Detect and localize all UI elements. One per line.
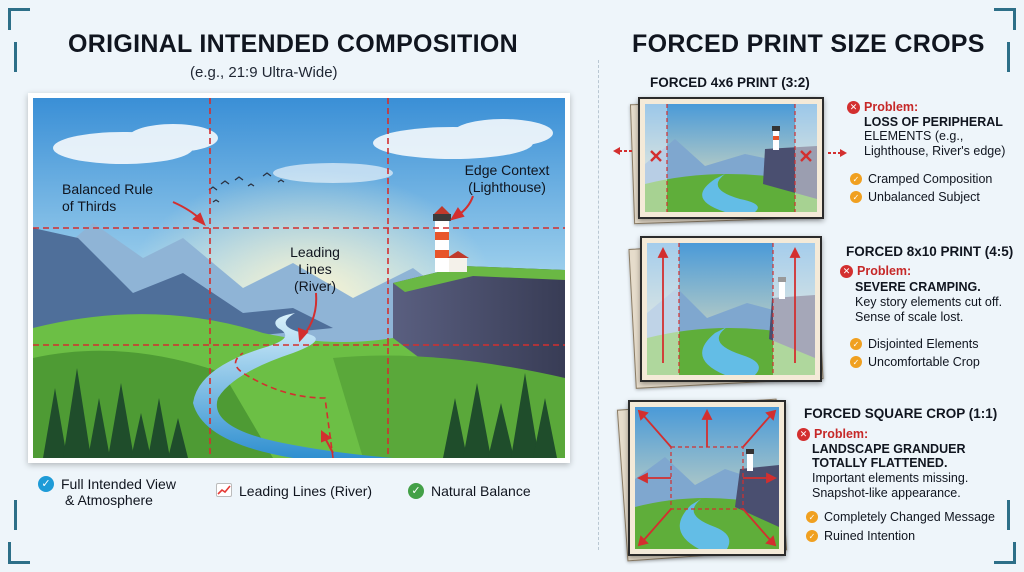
left-title: ORIGINAL INTENDED COMPOSITION bbox=[68, 30, 518, 58]
crop-square-print bbox=[616, 396, 790, 562]
check-icon: ✓ bbox=[850, 173, 862, 185]
leading-lines-label-line: (River) bbox=[294, 278, 336, 294]
crop-8x10-bullet: ✓ Uncomfortable Crop bbox=[850, 355, 980, 369]
lighthouse-icon bbox=[433, 206, 469, 272]
problem-text-line: Snapshot-like appearance. bbox=[812, 486, 961, 500]
arrow-right-icon bbox=[828, 149, 847, 157]
arrow-left-icon bbox=[613, 147, 632, 155]
problem-label: Problem: bbox=[864, 100, 919, 114]
x-circle-icon: ✕ bbox=[840, 264, 853, 278]
check-icon: ✓ bbox=[850, 191, 862, 203]
corner-bracket-top-left bbox=[8, 8, 34, 34]
leading-lines-label-line: Lines bbox=[298, 261, 332, 277]
original-composition-image bbox=[28, 93, 570, 463]
problem-text-line: Lighthouse, River's edge) bbox=[864, 144, 1006, 158]
crop-4x6-bullet: ✓ Unbalanced Subject bbox=[850, 190, 980, 204]
crop-8x10-print bbox=[628, 234, 826, 389]
edge-context-label: Edge Context (Lighthouse) bbox=[452, 162, 562, 196]
crop-square-problem-text: Important elements missing. Snapshot-lik… bbox=[812, 471, 968, 501]
rule-of-thirds-label-line: Balanced Rule bbox=[62, 181, 154, 197]
side-tick bbox=[14, 500, 17, 530]
problem-text-line: Key story elements cut off. bbox=[855, 295, 1003, 309]
problem-label: Problem: bbox=[814, 427, 869, 441]
crop-square-problem-heading: ✕ Problem: bbox=[797, 427, 868, 441]
feature-text-line: & Atmosphere bbox=[65, 492, 153, 508]
check-icon: ✓ bbox=[408, 483, 424, 499]
x-circle-icon: ✕ bbox=[847, 100, 860, 114]
crop-4x6-problem-heading: ✕ Problem: bbox=[847, 100, 918, 114]
panel-divider bbox=[598, 60, 599, 550]
problem-bold-line: LANDSCAPE GRANDUER bbox=[812, 442, 966, 456]
bullet-text: Ruined Intention bbox=[824, 529, 916, 543]
crop-4x6-problem-text: ELEMENTS (e.g., Lighthouse, River's edge… bbox=[864, 129, 1005, 159]
x-circle-icon: ✕ bbox=[797, 427, 810, 441]
crop-square-bullet: ✓ Ruined Intention bbox=[806, 529, 915, 543]
crop-square-bullet: ✓ Completely Changed Message bbox=[806, 510, 995, 524]
right-title: FORCED PRINT SIZE CROPS bbox=[632, 30, 985, 58]
feature-full-view-text: Full Intended View & Atmosphere bbox=[61, 476, 176, 508]
check-icon: ✓ bbox=[38, 476, 54, 492]
problem-text-line: Sense of scale lost. bbox=[855, 310, 964, 324]
side-tick bbox=[1007, 500, 1010, 530]
check-icon: ✓ bbox=[806, 511, 818, 523]
corner-bracket-bottom-left bbox=[8, 538, 34, 564]
bullet-text: Disjointed Elements bbox=[868, 337, 979, 351]
crop-square-problem-bold: LANDSCAPE GRANDUER TOTALLY FLATTENED. bbox=[812, 442, 965, 470]
landscape-scene bbox=[33, 98, 565, 458]
problem-label: Problem: bbox=[857, 264, 912, 278]
check-icon: ✓ bbox=[806, 530, 818, 542]
feature-natural-balance: ✓ Natural Balance bbox=[408, 483, 531, 499]
left-subtitle: (e.g., 21:9 Ultra-Wide) bbox=[190, 64, 338, 81]
feature-leading-lines: Leading Lines (River) bbox=[216, 483, 372, 499]
feature-leading-lines-text: Leading Lines (River) bbox=[239, 483, 373, 499]
problem-text-line: ELEMENTS (e.g., bbox=[864, 129, 964, 143]
crop-8x10-problem-heading: ✕ Problem: bbox=[840, 264, 911, 278]
leading-lines-label-line: Leading bbox=[290, 244, 340, 260]
edge-context-label-line: Edge Context bbox=[464, 162, 550, 178]
side-tick bbox=[1007, 42, 1010, 72]
leading-lines-label: Leading Lines (River) bbox=[280, 244, 350, 295]
crop-8x10-bullet: ✓ Disjointed Elements bbox=[850, 337, 978, 351]
rule-of-thirds-label-line: of Thirds bbox=[62, 198, 117, 214]
corner-bracket-bottom-right bbox=[990, 538, 1016, 564]
crop-8x10-problem-bold: SEVERE CRAMPING. bbox=[855, 280, 981, 294]
bullet-text: Unbalanced Subject bbox=[868, 190, 980, 204]
feature-text-line: Full Intended View bbox=[61, 476, 176, 492]
problem-text-line: Important elements missing. bbox=[812, 471, 969, 485]
crop-4x6-title: FORCED 4x6 PRINT (3:2) bbox=[650, 75, 810, 90]
chart-icon bbox=[216, 483, 232, 497]
side-tick bbox=[14, 42, 17, 72]
crop-square-title: FORCED SQUARE CROP (1:1) bbox=[804, 406, 998, 421]
feature-full-view: ✓ Full Intended View & Atmosphere bbox=[38, 476, 176, 508]
crop-4x6-problem-bold: LOSS OF PERIPHERAL bbox=[864, 115, 1003, 129]
bullet-text: Uncomfortable Crop bbox=[868, 355, 980, 369]
crop-4x6-bullet: ✓ Cramped Composition bbox=[850, 172, 992, 186]
rule-of-thirds-label: Balanced Rule of Thirds bbox=[62, 181, 153, 215]
edge-context-label-line: (Lighthouse) bbox=[468, 179, 546, 195]
crop-4x6-print bbox=[629, 93, 826, 225]
crop-8x10-problem-text: Key story elements cut off. Sense of sca… bbox=[855, 295, 1002, 325]
check-icon: ✓ bbox=[850, 338, 862, 350]
check-icon: ✓ bbox=[850, 356, 862, 368]
bullet-text: Completely Changed Message bbox=[824, 510, 995, 524]
bullet-text: Cramped Composition bbox=[868, 172, 993, 186]
crop-8x10-title: FORCED 8x10 PRINT (4:5) bbox=[846, 244, 1014, 259]
feature-natural-balance-text: Natural Balance bbox=[431, 483, 531, 499]
corner-bracket-top-right bbox=[990, 8, 1016, 34]
problem-bold-line: TOTALLY FLATTENED. bbox=[812, 456, 948, 470]
